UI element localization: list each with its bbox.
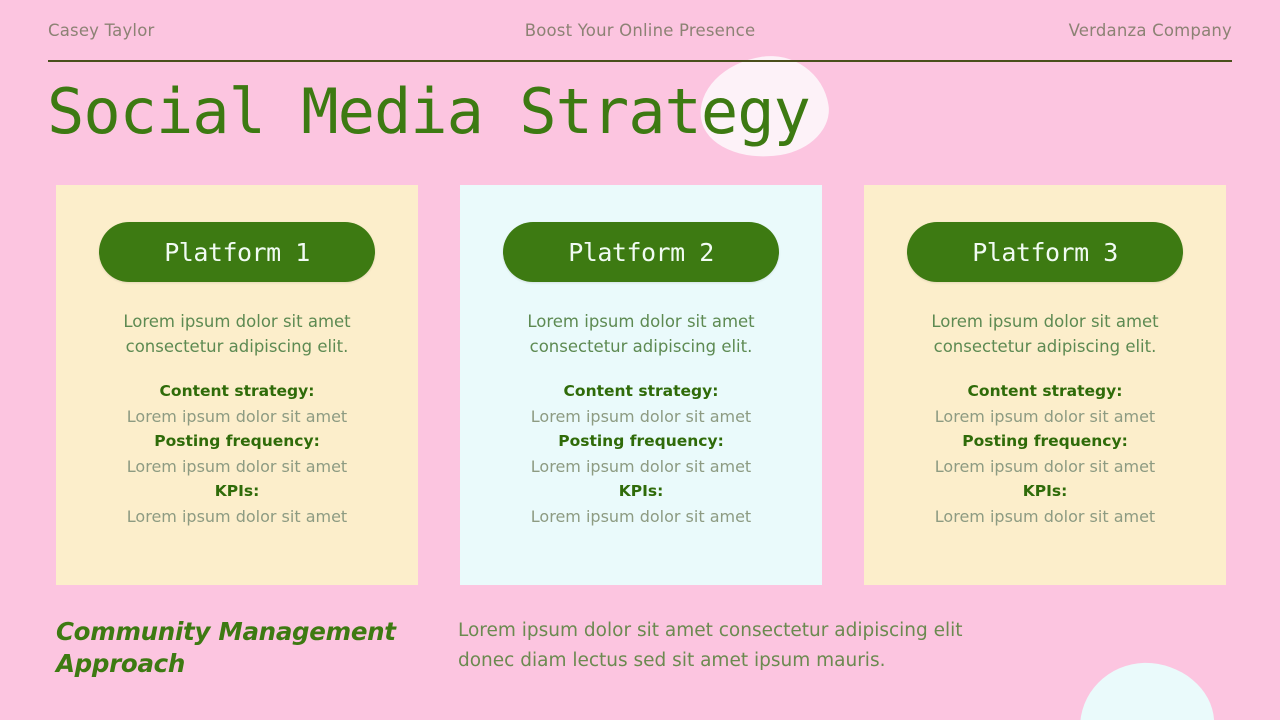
- platform-1-detail-value-1: Lorem ipsum dolor sit amet: [126, 457, 348, 476]
- platform-3-pill[interactable]: Platform 3: [907, 222, 1183, 282]
- slide-header: Casey Taylor Boost Your Online Presence …: [48, 0, 1232, 62]
- platform-1-detail-label-0: Content strategy:: [159, 382, 315, 400]
- platform-3-pill-label: Platform 3: [972, 237, 1118, 267]
- platform-1-detail-label-2: KPIs:: [214, 482, 260, 500]
- platform-2-detail-label-1: Posting frequency:: [558, 432, 724, 450]
- platform-1-pill[interactable]: Platform 1: [99, 222, 375, 282]
- platform-3-details: Content strategy: Lorem ipsum dolor sit …: [895, 379, 1195, 529]
- platform-card-2: Platform 2 Lorem ipsum dolor sit amet co…: [460, 185, 822, 585]
- platform-3-detail-label-1: Posting frequency:: [962, 432, 1128, 450]
- platform-card-3: Platform 3 Lorem ipsum dolor sit amet co…: [864, 185, 1226, 585]
- platform-2-description: Lorem ipsum dolor sit amet consectetur a…: [527, 312, 755, 356]
- header-author: Casey Taylor: [48, 20, 155, 40]
- platform-2-details: Content strategy: Lorem ipsum dolor sit …: [491, 379, 791, 529]
- platform-3-detail-value-1: Lorem ipsum dolor sit amet: [934, 457, 1156, 476]
- platform-2-detail-label-0: Content strategy:: [563, 382, 719, 400]
- platform-3-detail-value-2: Lorem ipsum dolor sit amet: [934, 507, 1156, 526]
- header-tagline: Boost Your Online Presence: [524, 20, 756, 40]
- platform-1-detail-value-2: Lorem ipsum dolor sit amet: [126, 507, 348, 526]
- platform-1-detail-value-0: Lorem ipsum dolor sit amet: [126, 407, 348, 426]
- platform-card-1: Platform 1 Lorem ipsum dolor sit amet co…: [56, 185, 418, 585]
- slide-footer: Community Management Approach Lorem ipsu…: [56, 616, 1226, 680]
- platform-2-detail-label-2: KPIs:: [618, 482, 664, 500]
- platform-2-detail-value-0: Lorem ipsum dolor sit amet: [530, 407, 752, 426]
- platform-3-detail-value-0: Lorem ipsum dolor sit amet: [934, 407, 1156, 426]
- platform-1-details: Content strategy: Lorem ipsum dolor sit …: [87, 379, 387, 529]
- platform-2-pill-label: Platform 2: [568, 237, 714, 267]
- platform-card-list: Platform 1 Lorem ipsum dolor sit amet co…: [56, 185, 1226, 585]
- footer-heading: Community Management Approach: [56, 617, 396, 678]
- header-company: Verdanza Company: [1068, 20, 1232, 40]
- page-title: Social Media Strategy: [47, 75, 811, 148]
- platform-3-detail-label-2: KPIs:: [1022, 482, 1068, 500]
- platform-1-pill-label: Platform 1: [164, 237, 310, 267]
- platform-1-detail-label-1: Posting frequency:: [154, 432, 320, 450]
- platform-3-detail-label-0: Content strategy:: [967, 382, 1123, 400]
- platform-2-pill[interactable]: Platform 2: [503, 222, 779, 282]
- platform-3-description: Lorem ipsum dolor sit amet consectetur a…: [931, 312, 1159, 356]
- platform-2-detail-value-2: Lorem ipsum dolor sit amet: [530, 507, 752, 526]
- platform-2-detail-value-1: Lorem ipsum dolor sit amet: [530, 457, 752, 476]
- platform-1-description: Lorem ipsum dolor sit amet consectetur a…: [123, 312, 351, 356]
- footer-body-text: Lorem ipsum dolor sit amet consectetur a…: [458, 620, 963, 671]
